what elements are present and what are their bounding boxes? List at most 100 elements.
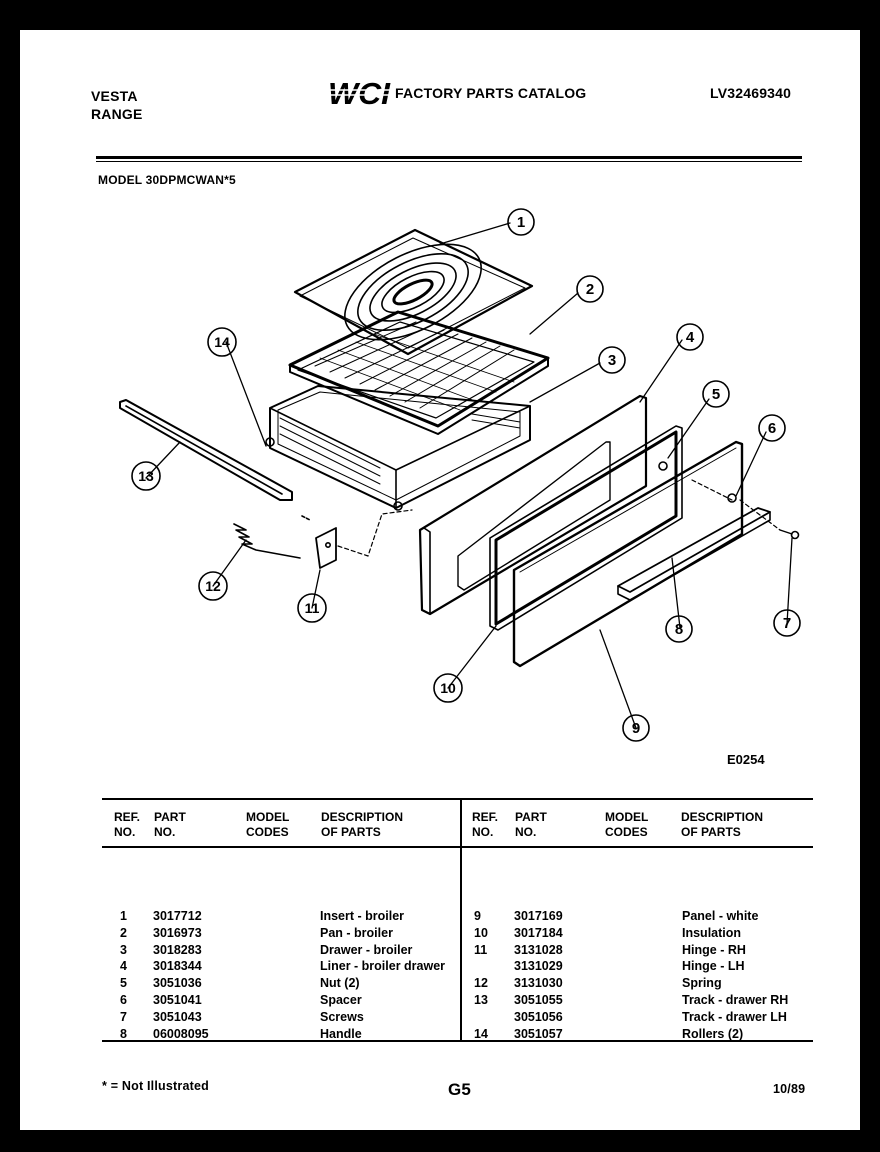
table-row: 9 3017169 Panel - white (462, 909, 812, 926)
table-row: 13 3051055 Track - drawer RH (462, 993, 812, 1010)
model-number: MODEL 30DPMCWAN*5 (98, 173, 236, 187)
part-no-cell: 3016973 (153, 925, 202, 940)
table-row: 12 3131030 Spring (462, 976, 812, 993)
part-no-cell: 3017712 (153, 909, 202, 923)
ref-no-cell: 2 (120, 925, 127, 940)
description-cell: Spring (682, 976, 722, 991)
part-front-panel (512, 440, 744, 668)
table-row: 8 06008095 Handle (102, 1027, 457, 1044)
part-no-cell: 3017184 (514, 925, 563, 940)
svg-text:8: 8 (675, 621, 683, 638)
svg-text:3: 3 (608, 352, 616, 369)
diagram-code: E0254 (727, 752, 765, 767)
part-no-cell: 06008095 (153, 1026, 209, 1041)
ref-no-cell: 9 (474, 909, 481, 923)
callout-3: 3 (598, 346, 626, 374)
brand-name: VESTA (91, 88, 138, 104)
callout-14: 14 (207, 327, 237, 357)
description-cell: Handle (320, 1026, 362, 1041)
ref-no-cell: 12 (474, 976, 488, 991)
description-cell: Hinge - RH (682, 942, 746, 957)
page-date: 10/89 (773, 1082, 806, 1096)
part-no-cell: 3051057 (514, 1026, 563, 1041)
svg-text:6: 6 (768, 420, 776, 437)
description-cell: Liner - broiler drawer (320, 959, 446, 974)
part-screw (779, 529, 800, 540)
description-cell: Drawer - broiler (320, 942, 413, 957)
table-center-divider (460, 798, 462, 1042)
header-rule-thin (96, 161, 802, 162)
svg-text:13: 13 (138, 468, 154, 484)
svg-text:1: 1 (517, 214, 525, 231)
part-no-cell: 3051056 (514, 1009, 563, 1024)
callouts: 1 2 3 4 5 6 7 8 9 10 11 12 13 14 (131, 208, 801, 742)
svg-text:5: 5 (712, 386, 720, 403)
exploded-parts-diagram: 1 2 3 4 5 6 7 8 9 10 11 12 13 14 (119, 208, 801, 742)
part-no-cell: 3051041 (153, 992, 202, 1007)
description-cell: Insert - broiler (320, 909, 405, 923)
svg-text:9: 9 (632, 720, 640, 737)
callout-4: 4 (676, 323, 704, 351)
callout-1: 1 (507, 208, 535, 236)
ref-no-cell: 8 (120, 1026, 127, 1041)
svg-text:2: 2 (586, 281, 594, 298)
header-ref-no: REF.NO. (472, 810, 499, 839)
callout-10: 10 (433, 673, 463, 703)
callout-2: 2 (576, 275, 604, 303)
ref-no-cell: 5 (120, 976, 127, 991)
svg-text:12: 12 (205, 578, 221, 594)
part-no-cell: 3131030 (514, 976, 563, 991)
part-insulation (489, 425, 683, 631)
table-row: 1 3017712 Insert - broiler (102, 909, 457, 926)
description-cell: Track - drawer RH (682, 992, 789, 1007)
part-drawer-track (119, 399, 293, 501)
not-illustrated-note: * = Not Illustrated (102, 1079, 209, 1093)
part-spring (233, 523, 301, 559)
callout-13: 13 (131, 461, 161, 491)
ref-no-cell: 11 (474, 942, 488, 957)
ref-no-cell: 6 (120, 992, 127, 1007)
svg-text:4: 4 (686, 329, 695, 346)
callout-8: 8 (665, 615, 693, 643)
part-broiler-pan (288, 310, 550, 435)
part-no-cell: 3017169 (514, 909, 563, 923)
part-drawer-liner (418, 394, 648, 616)
catalog-title: FACTORY PARTS CATALOG (395, 85, 587, 101)
svg-text:WCI: WCI (328, 78, 391, 108)
ref-no-cell: 1 (120, 909, 127, 923)
part-hinge (301, 515, 337, 569)
callout-11: 11 (297, 593, 327, 623)
description-cell: Spacer (320, 992, 362, 1007)
ref-no-cell: 13 (474, 992, 488, 1007)
part-no-cell: 3131029 (514, 959, 563, 974)
catalog-page: VESTA RANGE WCI FACTORY PARTS CATALOG LV… (20, 30, 860, 1130)
part-no-cell: 3051036 (153, 976, 202, 991)
table-row: 6 3051041 Spacer (102, 993, 457, 1010)
part-no-cell: 3018283 (153, 942, 202, 957)
callout-7: 7 (773, 609, 801, 637)
part-handle (617, 507, 771, 601)
callout-6: 6 (758, 414, 786, 442)
svg-text:7: 7 (783, 615, 791, 632)
svg-text:14: 14 (214, 334, 230, 350)
product-type: RANGE (91, 106, 143, 122)
part-broiler-insert (293, 228, 534, 356)
part-no-cell: 3051055 (514, 992, 563, 1007)
description-cell: Insulation (682, 925, 742, 940)
part-no-cell: 3051043 (153, 1009, 202, 1024)
description-cell: Panel - white (682, 909, 759, 923)
